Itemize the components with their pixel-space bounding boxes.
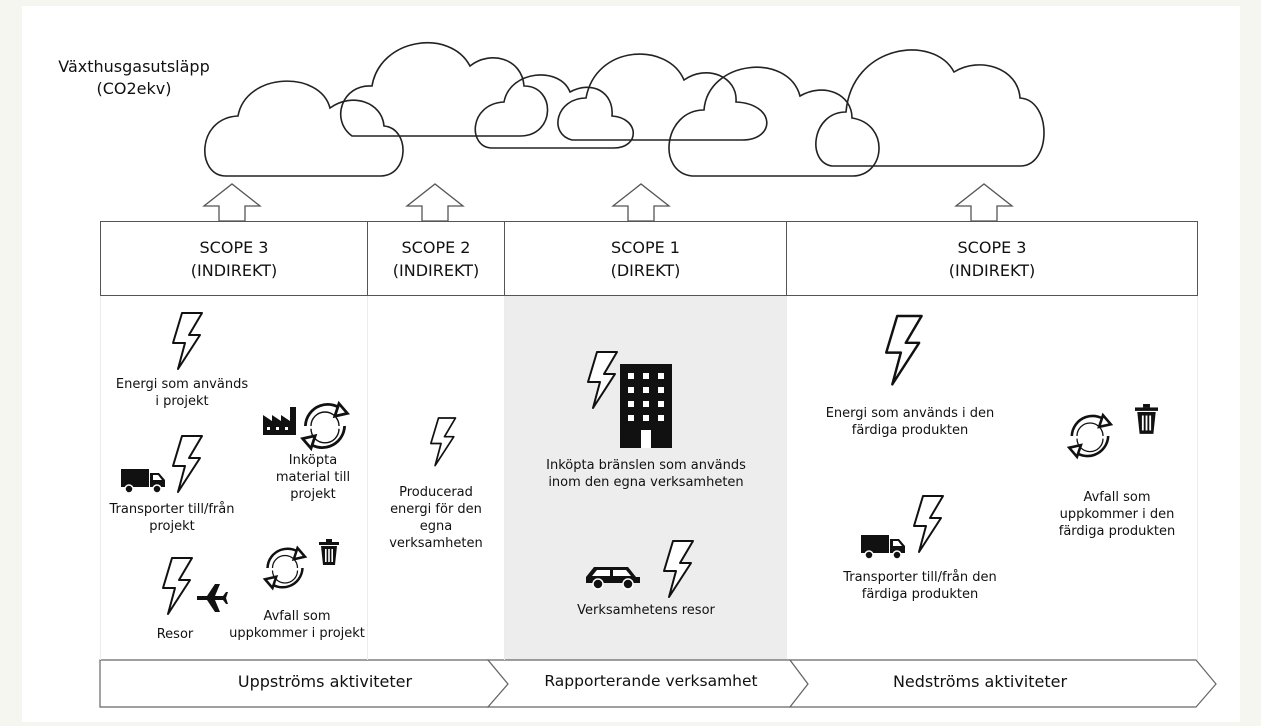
label-line: Inköpta [288, 453, 338, 468]
up-arrow-icon [611, 183, 671, 222]
label-line: Energi som används [115, 377, 249, 392]
cloud-icon [204, 80, 404, 177]
cloud-icon [815, 49, 1045, 167]
scope-title: SCOPE 3 [957, 237, 1027, 257]
flow-label-downstream: Nedströms aktiviteter [892, 672, 1068, 691]
label-line: färdiga produkten [851, 423, 969, 438]
ghg-label-line2: (CO2ekv) [96, 79, 172, 98]
scope-type: (INDIREKT) [190, 260, 278, 280]
scope-header-scope2: SCOPE 2 (INDIREKT) [367, 221, 505, 296]
downstream-energy-label: Energi som används i den färdiga produkt… [800, 405, 1020, 439]
label-line: Producerad [399, 485, 473, 500]
label-line: Inköpta bränslen som används [546, 458, 746, 473]
scope-title: SCOPE 1 [611, 237, 680, 257]
scope-title: SCOPE 2 [401, 237, 471, 257]
label-line: färdiga produkten [1058, 524, 1176, 539]
cloud-icon [474, 74, 635, 149]
label-line: Energi som används i den [825, 406, 995, 421]
ghg-label-line1: Växthusgasutsläpp [58, 57, 210, 76]
label-line: Avfall som [1083, 490, 1151, 505]
label-line: i projekt [155, 394, 209, 409]
label-line: verksamheten [389, 536, 483, 551]
scope-header-downstream: SCOPE 3 (INDIREKT) [786, 221, 1198, 296]
label-line: Transporter till/från [109, 502, 235, 517]
upstream-waste-label: Avfall som uppkommer i projekt [222, 608, 372, 642]
label-line: egna [419, 519, 453, 534]
scope1-column-bg [505, 296, 787, 660]
up-arrow-icon [405, 183, 465, 222]
value-chain-chevrons [99, 659, 1217, 708]
scope1-travel-label: Verksamhetens resor [577, 603, 715, 618]
upstream-transport-label: Transporter till/från projekt [102, 501, 242, 535]
column-scope2 [367, 296, 505, 660]
downstream-transport-label: Transporter till/från den färdiga produk… [820, 569, 1020, 603]
label-line: Avfall som [263, 609, 331, 624]
scope-header-upstream: SCOPE 3 (INDIREKT) [100, 221, 368, 296]
label-line: projekt [149, 519, 195, 534]
scope-type: (DIREKT) [610, 260, 681, 280]
scope-header-scope1: SCOPE 1 (DIREKT) [504, 221, 787, 296]
downstream-waste-label: Avfall som uppkommer i den färdiga produ… [1052, 489, 1182, 540]
label-line: inom den egna verksamheten [548, 475, 744, 490]
emission-clouds [204, 42, 1045, 177]
chevron-downstream [788, 659, 1217, 708]
cloud-icon [668, 66, 880, 177]
label-line: färdiga produkten [861, 587, 979, 602]
upstream-travel-label: Resor [156, 627, 194, 642]
scope2-energy-label: Producerad energi för den egna verksamhe… [374, 484, 498, 552]
cloud-icon [557, 53, 768, 141]
scope-type: (INDIREKT) [392, 260, 480, 280]
ghg-label: Växthusgasutsläpp (CO2ekv) [34, 56, 234, 100]
label-line: uppkommer i den [1059, 507, 1175, 522]
upstream-material-label: Inköpta material till projekt [268, 452, 358, 503]
upstream-energy-label: Energi som används i projekt [100, 376, 264, 410]
column-downstream [786, 296, 1198, 660]
label-line: projekt [290, 487, 336, 502]
scope-type: (INDIREKT) [948, 260, 1036, 280]
scope1-fuels-label: Inköpta bränslen som används inom den eg… [510, 457, 782, 491]
up-arrow-icon [954, 183, 1014, 222]
label-line: energi för den [390, 502, 482, 517]
column-upstream [100, 296, 368, 660]
scope-title: SCOPE 3 [199, 237, 269, 257]
emission-arrows [202, 183, 1014, 222]
cloud-icon [340, 42, 549, 137]
label-line: Transporter till/från den [843, 570, 997, 585]
flow-label-reporting: Rapporterande verksamhet [544, 672, 758, 690]
label-line: material till [275, 470, 351, 485]
flow-label-upstream: Uppströms aktiviteter [237, 672, 413, 691]
label-line: uppkommer i projekt [229, 626, 365, 641]
up-arrow-icon [202, 183, 262, 222]
